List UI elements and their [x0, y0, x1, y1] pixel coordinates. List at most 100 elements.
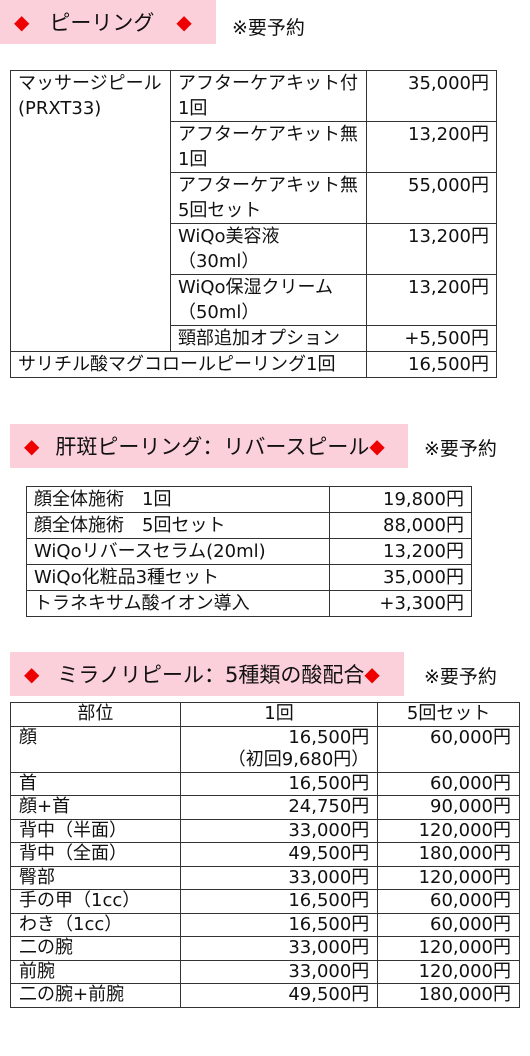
table-row: WiQoリバースセラム(20ml) 13,200円 — [25, 538, 472, 565]
diamond-icon: ◆ — [369, 434, 385, 458]
diamond-icon: ◆ — [24, 434, 40, 458]
section-title-text: 肝斑ピーリング：リバースピール — [55, 435, 370, 459]
table-row: 顔 16,500円 （初回9,680円） 60,000円 — [10, 725, 520, 773]
price-cell: 19,800円 — [329, 486, 472, 513]
table-row: 二の腕 33,000円 120,000円 — [10, 936, 520, 961]
price-cell: 35,000円 — [365, 70, 498, 122]
column-header: 1回 — [179, 702, 379, 727]
treatment-name-cell: WiQoリバースセラム(20ml) — [25, 538, 331, 565]
table-row: 手の甲（1cc） 16,500円 60,000円 — [10, 889, 520, 914]
body-part-cell: 手の甲（1cc） — [10, 889, 181, 914]
table-header-row: 部位 1回 5回セット — [10, 702, 520, 727]
section-title-text: ピーリング — [49, 11, 155, 35]
body-part-cell: わき（1cc） — [10, 912, 181, 937]
single-price-cell: 16,500円 （初回9,680円） — [179, 725, 379, 773]
single-price-cell: 33,000円 — [179, 865, 379, 890]
set-price-cell: 120,000円 — [377, 959, 520, 984]
diamond-icon: ◆ — [14, 10, 30, 34]
table-row: トラネキサム酸イオン導入 +3,300円 — [25, 590, 472, 617]
body-part-cell: 前腕 — [10, 959, 181, 984]
option-cell: 頸部追加オプション — [169, 325, 367, 352]
table-row: WiQo美容液（30ml） 13,200円 — [11, 223, 498, 275]
single-price-cell: 49,500円 — [179, 983, 379, 1008]
single-price-cell: 16,500円 — [179, 889, 379, 914]
reservation-note: ※要予約 — [424, 666, 497, 688]
body-part-cell: 首 — [10, 771, 181, 796]
price-cell: 88,000円 — [329, 512, 472, 539]
set-price-cell: 120,000円 — [377, 936, 520, 961]
single-price-cell: 33,000円 — [179, 959, 379, 984]
body-part-cell: 顔+首 — [10, 795, 181, 820]
set-price-cell: 60,000円 — [377, 889, 520, 914]
diamond-icon: ◆ — [364, 662, 380, 686]
set-price-cell: 120,000円 — [377, 818, 520, 843]
set-price-cell: 180,000円 — [377, 842, 520, 867]
column-header: 5回セット — [377, 702, 520, 727]
body-part-cell: 背中（半面） — [10, 818, 181, 843]
set-price-cell: 60,000円 — [377, 771, 520, 796]
single-price-cell: 33,000円 — [179, 936, 379, 961]
section-title-text: ミラノリピール：5種類の酸配合 — [57, 663, 365, 687]
treatment-name-cell: サリチル酸マグコロールピーリング1回 — [10, 351, 367, 378]
set-price-cell: 120,000円 — [377, 865, 520, 890]
reverse-peel-price-table: 顔全体施術 1回 19,800円 顔全体施術 5回セット 88,000円 WiQ… — [25, 486, 472, 617]
price-cell: 13,200円 — [329, 538, 472, 565]
table-row: WiQo化粧品3種セット 35,000円 — [25, 564, 472, 591]
section-title-peeling: ◆ ピーリング ◆ — [0, 0, 216, 44]
price-cell: 35,000円 — [329, 564, 472, 591]
treatment-name-cell: 顔全体施術 5回セット — [25, 512, 331, 539]
price-cell: +5,500円 — [365, 325, 498, 352]
table-row: 臀部 33,000円 120,000円 — [10, 865, 520, 890]
option-cell: WiQo保湿クリーム（50ml） — [169, 274, 367, 326]
single-price-cell: 24,750円 — [179, 795, 379, 820]
table-row: 首 16,500円 60,000円 — [10, 771, 520, 796]
set-price-cell: 60,000円 — [377, 725, 520, 773]
body-part-cell: 臀部 — [10, 865, 181, 890]
section-title-milano-peel: ◆ ミラノリピール：5種類の酸配合 ◆ — [10, 652, 404, 696]
set-price-cell: 90,000円 — [377, 795, 520, 820]
table-row: 背中（半面） 33,000円 120,000円 — [10, 818, 520, 843]
single-price-cell: 16,500円 — [179, 771, 379, 796]
single-price-cell: 33,000円 — [179, 818, 379, 843]
body-part-cell: 二の腕 — [10, 936, 181, 961]
section-title-reverse-peel: ◆ 肝斑ピーリング：リバースピール ◆ — [10, 424, 408, 468]
treatment-name-cell: トラネキサム酸イオン導入 — [25, 590, 331, 617]
price-cell: 55,000円 — [365, 172, 498, 224]
single-price-cell: 49,500円 — [179, 842, 379, 867]
treatment-name-cell: WiQo化粧品3種セット — [25, 564, 331, 591]
set-price-cell: 180,000円 — [377, 983, 520, 1008]
price-cell: 13,200円 — [365, 274, 498, 326]
diamond-icon: ◆ — [24, 662, 40, 686]
body-part-cell: 顔 — [10, 725, 181, 773]
table-row: 背中（全面） 49,500円 180,000円 — [10, 842, 520, 867]
table-row: 頸部追加オプション +5,500円 — [11, 325, 498, 352]
table-row: 二の腕+前腕 49,500円 180,000円 — [10, 983, 520, 1008]
set-price-cell: 60,000円 — [377, 912, 520, 937]
table-row: 顔全体施術 5回セット 88,000円 — [25, 512, 472, 539]
table-row: サリチル酸マグコロールピーリング1回 16,500円 — [10, 351, 498, 378]
table-row: 顔全体施術 1回 19,800円 — [25, 486, 472, 513]
option-cell: WiQo美容液（30ml） — [169, 223, 367, 275]
reservation-note: ※要予約 — [232, 17, 305, 39]
table-row: わき（1cc） 16,500円 60,000円 — [10, 912, 520, 937]
body-part-cell: 二の腕+前腕 — [10, 983, 181, 1008]
diamond-icon: ◆ — [176, 10, 192, 34]
table-row: WiQo保湿クリーム（50ml） 13,200円 — [11, 274, 498, 326]
reservation-note: ※要予約 — [424, 438, 497, 460]
treatment-name-cell: 顔全体施術 1回 — [25, 486, 331, 513]
body-part-cell: 背中（全面） — [10, 842, 181, 867]
price-cell: 13,200円 — [365, 223, 498, 275]
price-cell: 13,200円 — [365, 121, 498, 173]
price-cell: 16,500円 — [365, 351, 498, 378]
table-row: 前腕 33,000円 120,000円 — [10, 959, 520, 984]
single-price-cell: 16,500円 — [179, 912, 379, 937]
treatment-name-cell: マッサージピール (PRXT33) — [10, 70, 171, 352]
price-cell: +3,300円 — [329, 590, 472, 617]
